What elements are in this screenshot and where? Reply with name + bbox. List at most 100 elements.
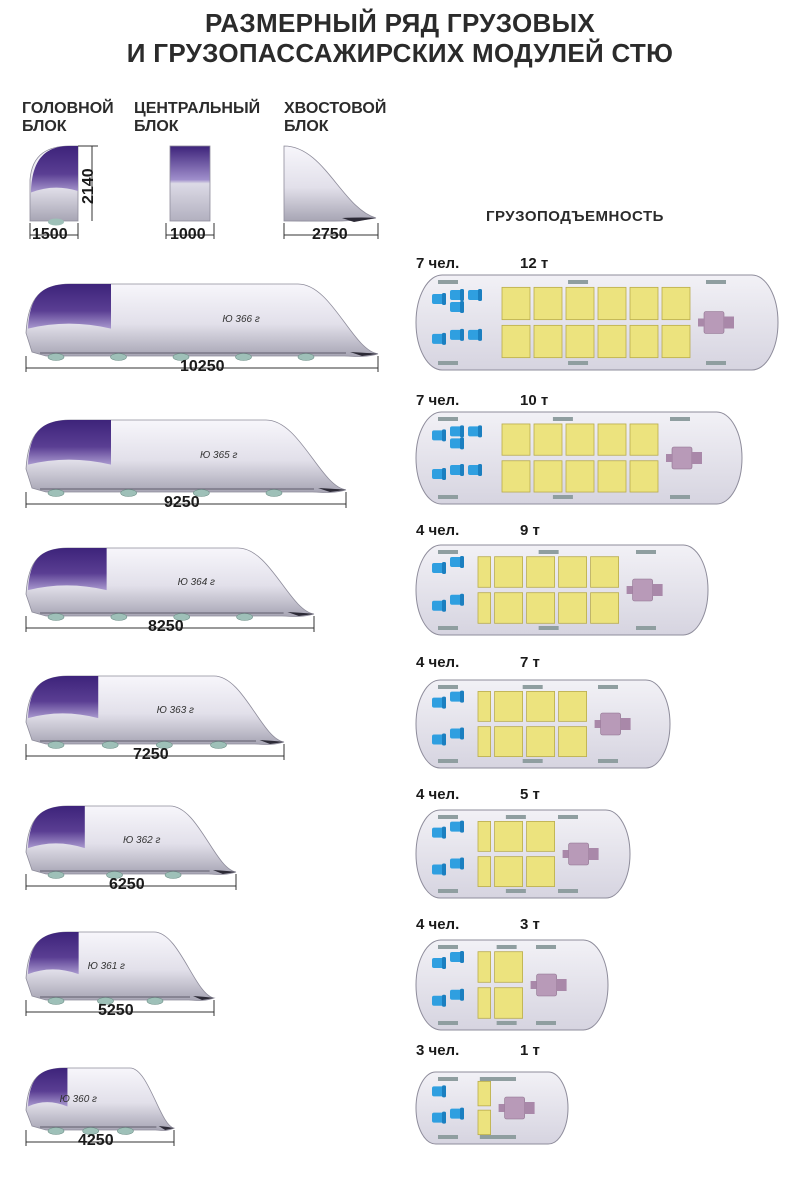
seat-back <box>442 429 446 442</box>
wheel <box>297 353 315 361</box>
wheel <box>210 741 227 749</box>
cargo-pallet <box>558 726 587 757</box>
seat-cushion <box>432 294 444 304</box>
seat-cushion <box>450 821 462 832</box>
cargo-pallet <box>477 987 492 1019</box>
rail-mark <box>538 550 559 554</box>
cargo-capacity-7: 1 т <box>520 1042 540 1059</box>
seat-back <box>442 293 446 305</box>
rail-mark <box>438 626 458 630</box>
people-capacity-3: 4 чел. <box>416 522 460 539</box>
rail-mark <box>438 1135 458 1139</box>
length-dimension-5 <box>25 874 237 890</box>
cargo-pallet <box>477 726 492 757</box>
seat-back <box>442 468 446 481</box>
engine-mount <box>594 720 601 728</box>
cargo-pallet <box>597 423 627 456</box>
seat-cushion <box>432 827 444 838</box>
wheel <box>235 353 252 361</box>
head-block-drawing <box>29 145 98 226</box>
cargo-pallet <box>661 286 691 321</box>
seat-back <box>460 1107 464 1120</box>
tail-tip <box>350 352 378 356</box>
engine-block <box>632 578 653 602</box>
seat-cushion <box>432 430 444 441</box>
seat-cushion <box>468 329 480 340</box>
engine-mount <box>562 850 569 858</box>
seat-cushion <box>432 958 444 968</box>
seat-back <box>460 690 464 703</box>
cargo-pallet <box>494 987 524 1019</box>
vehicle-outline-top <box>415 809 631 899</box>
cargo-pallet <box>501 460 531 493</box>
rail-mark <box>505 815 526 819</box>
cargo-pallet <box>494 726 524 757</box>
model-code-4: Ю 363 г <box>156 704 194 716</box>
vehicle-top-view <box>415 274 779 371</box>
vehicle-outline-top <box>415 411 743 505</box>
rail-mark <box>438 1021 458 1025</box>
length-dimension-3 <box>25 616 315 632</box>
engine-block <box>703 311 725 334</box>
module-length-7: 4250 <box>78 1132 114 1149</box>
seat-cushion <box>432 469 444 480</box>
engine-mount <box>498 1104 505 1112</box>
wheel <box>47 353 65 361</box>
vehicle-top-view <box>415 679 671 769</box>
people-capacity-5: 4 чел. <box>416 786 460 803</box>
tail-tip <box>342 217 376 222</box>
wheel <box>156 741 173 749</box>
seat-back <box>442 562 446 574</box>
people-capacity-7: 3 чел. <box>416 1042 460 1059</box>
rail-mark <box>496 1135 516 1139</box>
wheel <box>164 871 182 879</box>
passenger-seat <box>450 1107 464 1120</box>
rail-mark <box>438 550 458 554</box>
seat-back <box>460 988 464 1001</box>
cab-window <box>28 932 79 975</box>
seat-cushion <box>432 563 444 573</box>
seat-back <box>460 951 464 963</box>
head-block-label: ГОЛОВНОЙ БЛОК <box>22 100 114 135</box>
seat-cushion <box>450 989 462 1000</box>
rail-mark <box>438 685 458 689</box>
seat-cushion <box>450 290 462 300</box>
rail-mark <box>438 889 458 893</box>
passenger-seat <box>450 556 464 568</box>
head-block-cab <box>31 146 78 193</box>
rail-mark <box>636 626 656 630</box>
seat-back <box>442 599 446 612</box>
passenger-seat <box>450 464 464 477</box>
cargo-pallet <box>501 286 531 321</box>
wheel <box>110 613 128 621</box>
passenger-seat <box>450 328 464 341</box>
engine-unit <box>498 1096 535 1120</box>
seat-cushion <box>432 734 444 745</box>
people-capacity-4: 4 чел. <box>416 654 460 671</box>
engine-unit <box>594 712 631 736</box>
wheel <box>47 613 65 621</box>
wheel <box>48 218 64 226</box>
module-length-4: 7250 <box>133 746 169 763</box>
rail-mark <box>538 626 559 630</box>
head-height-label: 2140 <box>80 168 97 204</box>
seat-back <box>442 994 446 1007</box>
seat-back <box>460 425 464 438</box>
seat-cushion <box>450 952 462 962</box>
seat-cushion <box>468 426 480 437</box>
wheel <box>117 1127 134 1135</box>
vehicle-top-view <box>415 544 709 636</box>
seat-back <box>460 289 464 301</box>
rail-mark <box>670 495 690 499</box>
cargo-pallet <box>526 592 555 624</box>
model-code-1: Ю 366 г <box>222 314 260 326</box>
engine-mount <box>626 586 633 594</box>
seat-back <box>460 727 464 740</box>
seat-cushion <box>450 465 462 476</box>
rail-mark <box>496 1021 517 1025</box>
tail-length-dimension <box>283 223 379 239</box>
wheel <box>265 489 283 497</box>
engine-unit <box>562 842 599 866</box>
length-dimension-4 <box>25 744 285 760</box>
